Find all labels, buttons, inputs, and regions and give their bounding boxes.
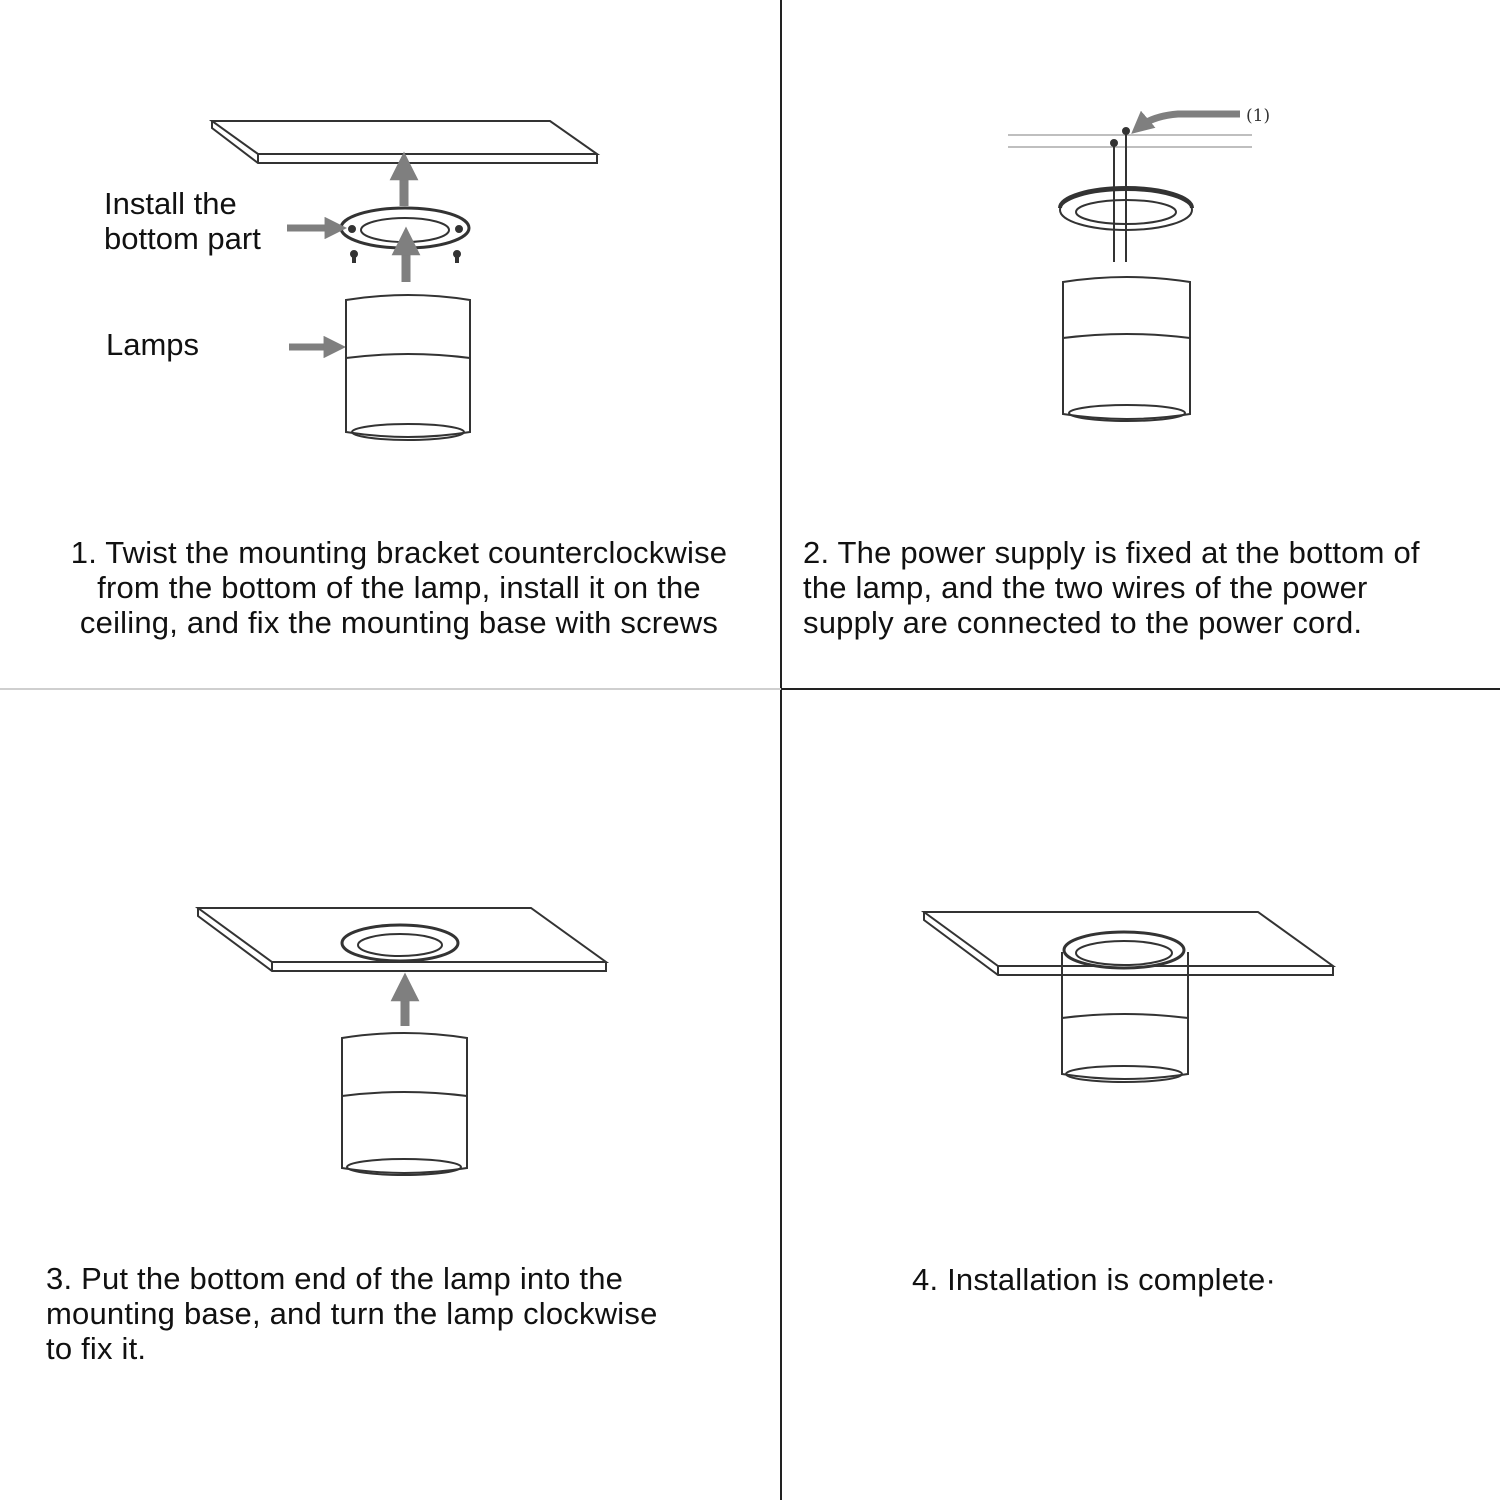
- panel-1-illustration: [208, 120, 601, 441]
- arrow-icon: [1131, 110, 1240, 134]
- mounting-ring-icon: [340, 923, 460, 963]
- lamps-label: Lamps: [106, 327, 200, 362]
- wire-icon: [1110, 127, 1130, 262]
- mounting-ring-icon: [1058, 186, 1194, 231]
- panel-4-illustration: [920, 911, 1337, 1083]
- step-1-description: 1. Twist the mounting bracket counterclo…: [70, 535, 728, 640]
- bottom-part-label: Install the bottom part: [104, 186, 261, 256]
- screw-icon: [350, 250, 461, 263]
- ceiling-plate-icon: [208, 120, 601, 164]
- step-4-description: 4. Installation is complete·: [912, 1262, 1276, 1297]
- lamp-cylinder-icon: [345, 294, 471, 441]
- mounting-ring-icon: [1062, 930, 1186, 970]
- step-3-description: 3. Put the bottom end of the lamp into t…: [46, 1261, 658, 1366]
- panel-2-illustration: [1008, 110, 1252, 422]
- lamp-cylinder-icon: [1061, 952, 1189, 1083]
- panel-3-illustration: [194, 907, 610, 1176]
- lamp-cylinder-icon: [1062, 276, 1191, 422]
- lamp-cylinder-icon: [341, 1032, 468, 1176]
- wire-callout-label: (1): [1246, 106, 1270, 126]
- step-2-description: 2. The power supply is fixed at the bott…: [803, 535, 1420, 640]
